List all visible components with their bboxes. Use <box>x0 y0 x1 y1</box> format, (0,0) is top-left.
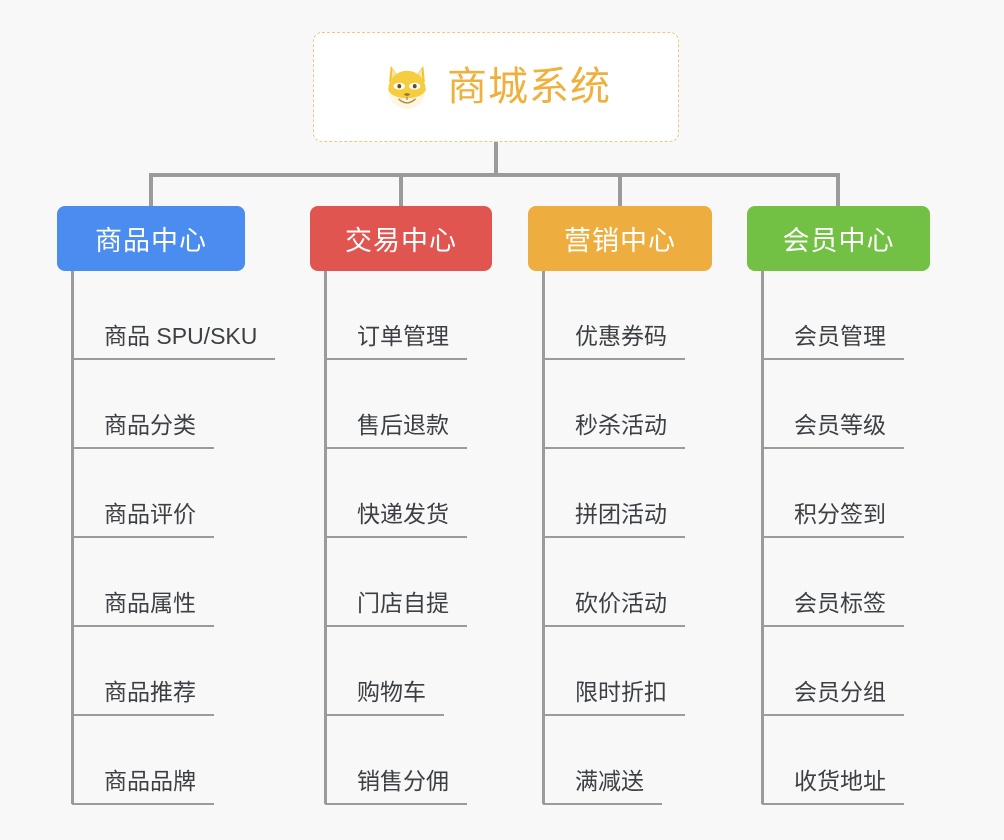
category-header-product-center[interactable]: 商品中心 <box>57 206 245 271</box>
category-title: 会员中心 <box>782 226 895 256</box>
leaf-item[interactable]: 优惠券码 <box>543 271 712 360</box>
leaf-label: 商品分类 <box>72 406 214 449</box>
category-column-product-center: 商品中心商品 SPU/SKU 商品分类商品评价商品属性商品推荐商品品牌 <box>57 206 276 805</box>
leaf-item[interactable]: 收货地址 <box>762 716 930 805</box>
leaf-label: 收货地址 <box>762 762 904 805</box>
connector-drop-2 <box>399 173 403 208</box>
category-title: 营销中心 <box>564 226 676 256</box>
leaf-item[interactable]: 商品属性 <box>72 538 245 627</box>
leaf-item[interactable]: 秒杀活动 <box>543 360 712 449</box>
leaf-item[interactable]: 销售分佣 <box>325 716 492 805</box>
leaf-label: 积分签到 <box>762 495 904 538</box>
leaf-label: 秒杀活动 <box>543 406 685 449</box>
leaf-item[interactable]: 砍价活动 <box>543 538 712 627</box>
leaf-item[interactable]: 会员分组 <box>762 627 930 716</box>
connector-stem <box>494 142 498 176</box>
category-column-trade-center: 交易中心订单管理售后退款快递发货门店自提购物车销售分佣 <box>310 206 492 805</box>
root-title: 商城系统 <box>447 65 611 109</box>
leaf-item[interactable]: 售后退款 <box>325 360 492 449</box>
leaf-list: 会员管理会员等级积分签到会员标签会员分组收货地址 <box>747 271 930 805</box>
leaf-item[interactable]: 商品评价 <box>72 449 245 538</box>
shiba-dog-face-icon <box>388 65 426 109</box>
category-header-marketing-center[interactable]: 营销中心 <box>528 206 712 271</box>
leaf-list: 优惠券码秒杀活动拼团活动砍价活动限时折扣满减送 <box>528 271 712 805</box>
leaf-item[interactable]: 门店自提 <box>325 538 492 627</box>
category-column-marketing-center: 营销中心优惠券码秒杀活动拼团活动砍价活动限时折扣满减送 <box>528 206 712 805</box>
leaf-label: 售后退款 <box>325 406 467 449</box>
leaf-label: 会员等级 <box>762 406 904 449</box>
leaf-list: 订单管理售后退款快递发货门店自提购物车销售分佣 <box>310 271 492 805</box>
leaf-item[interactable]: 商品分类 <box>72 360 245 449</box>
leaf-label: 会员管理 <box>762 317 904 360</box>
leaf-label: 砍价活动 <box>543 584 685 627</box>
leaf-item[interactable]: 拼团活动 <box>543 449 712 538</box>
leaf-label: 销售分佣 <box>325 762 467 805</box>
connector-drop-4 <box>836 173 840 208</box>
leaf-label: 满减送 <box>543 762 662 805</box>
leaf-label: 优惠券码 <box>543 317 685 360</box>
category-header-member-center[interactable]: 会员中心 <box>747 206 930 271</box>
leaf-item[interactable]: 商品推荐 <box>72 627 245 716</box>
leaf-item[interactable]: 会员管理 <box>762 271 930 360</box>
leaf-label: 商品 SPU/SKU <box>72 317 276 360</box>
leaf-item[interactable]: 限时折扣 <box>543 627 712 716</box>
category-header-trade-center[interactable]: 交易中心 <box>310 206 492 271</box>
category-column-member-center: 会员中心会员管理会员等级积分签到会员标签会员分组收货地址 <box>747 206 930 805</box>
leaf-label: 商品属性 <box>72 584 214 627</box>
root-node[interactable]: 商城系统 <box>313 32 679 142</box>
leaf-label: 快递发货 <box>325 495 467 538</box>
leaf-item[interactable]: 商品品牌 <box>72 716 245 805</box>
connector-drop-3 <box>618 173 622 208</box>
leaf-item[interactable]: 积分签到 <box>762 449 930 538</box>
leaf-list: 商品 SPU/SKU 商品分类商品评价商品属性商品推荐商品品牌 <box>57 271 276 805</box>
leaf-item[interactable]: 满减送 <box>543 716 712 805</box>
leaf-label: 门店自提 <box>325 584 467 627</box>
leaf-label: 会员分组 <box>762 673 904 716</box>
leaf-item[interactable]: 快递发货 <box>325 449 492 538</box>
leaf-label: 会员标签 <box>762 584 904 627</box>
leaf-label: 购物车 <box>325 673 444 716</box>
leaf-label: 商品品牌 <box>72 762 214 805</box>
leaf-label: 限时折扣 <box>543 673 685 716</box>
leaf-item[interactable]: 商品 SPU/SKU <box>72 271 276 360</box>
leaf-item[interactable]: 购物车 <box>325 627 492 716</box>
leaf-label: 订单管理 <box>325 317 467 360</box>
leaf-label: 拼团活动 <box>543 495 685 538</box>
leaf-label: 商品推荐 <box>72 673 214 716</box>
connector-bus <box>150 173 840 177</box>
connector-drop-1 <box>149 173 153 208</box>
leaf-label: 商品评价 <box>72 495 214 538</box>
leaf-item[interactable]: 会员等级 <box>762 360 930 449</box>
leaf-item[interactable]: 会员标签 <box>762 538 930 627</box>
leaf-item[interactable]: 订单管理 <box>325 271 492 360</box>
category-title: 商品中心 <box>95 226 207 256</box>
category-title: 交易中心 <box>345 226 457 256</box>
